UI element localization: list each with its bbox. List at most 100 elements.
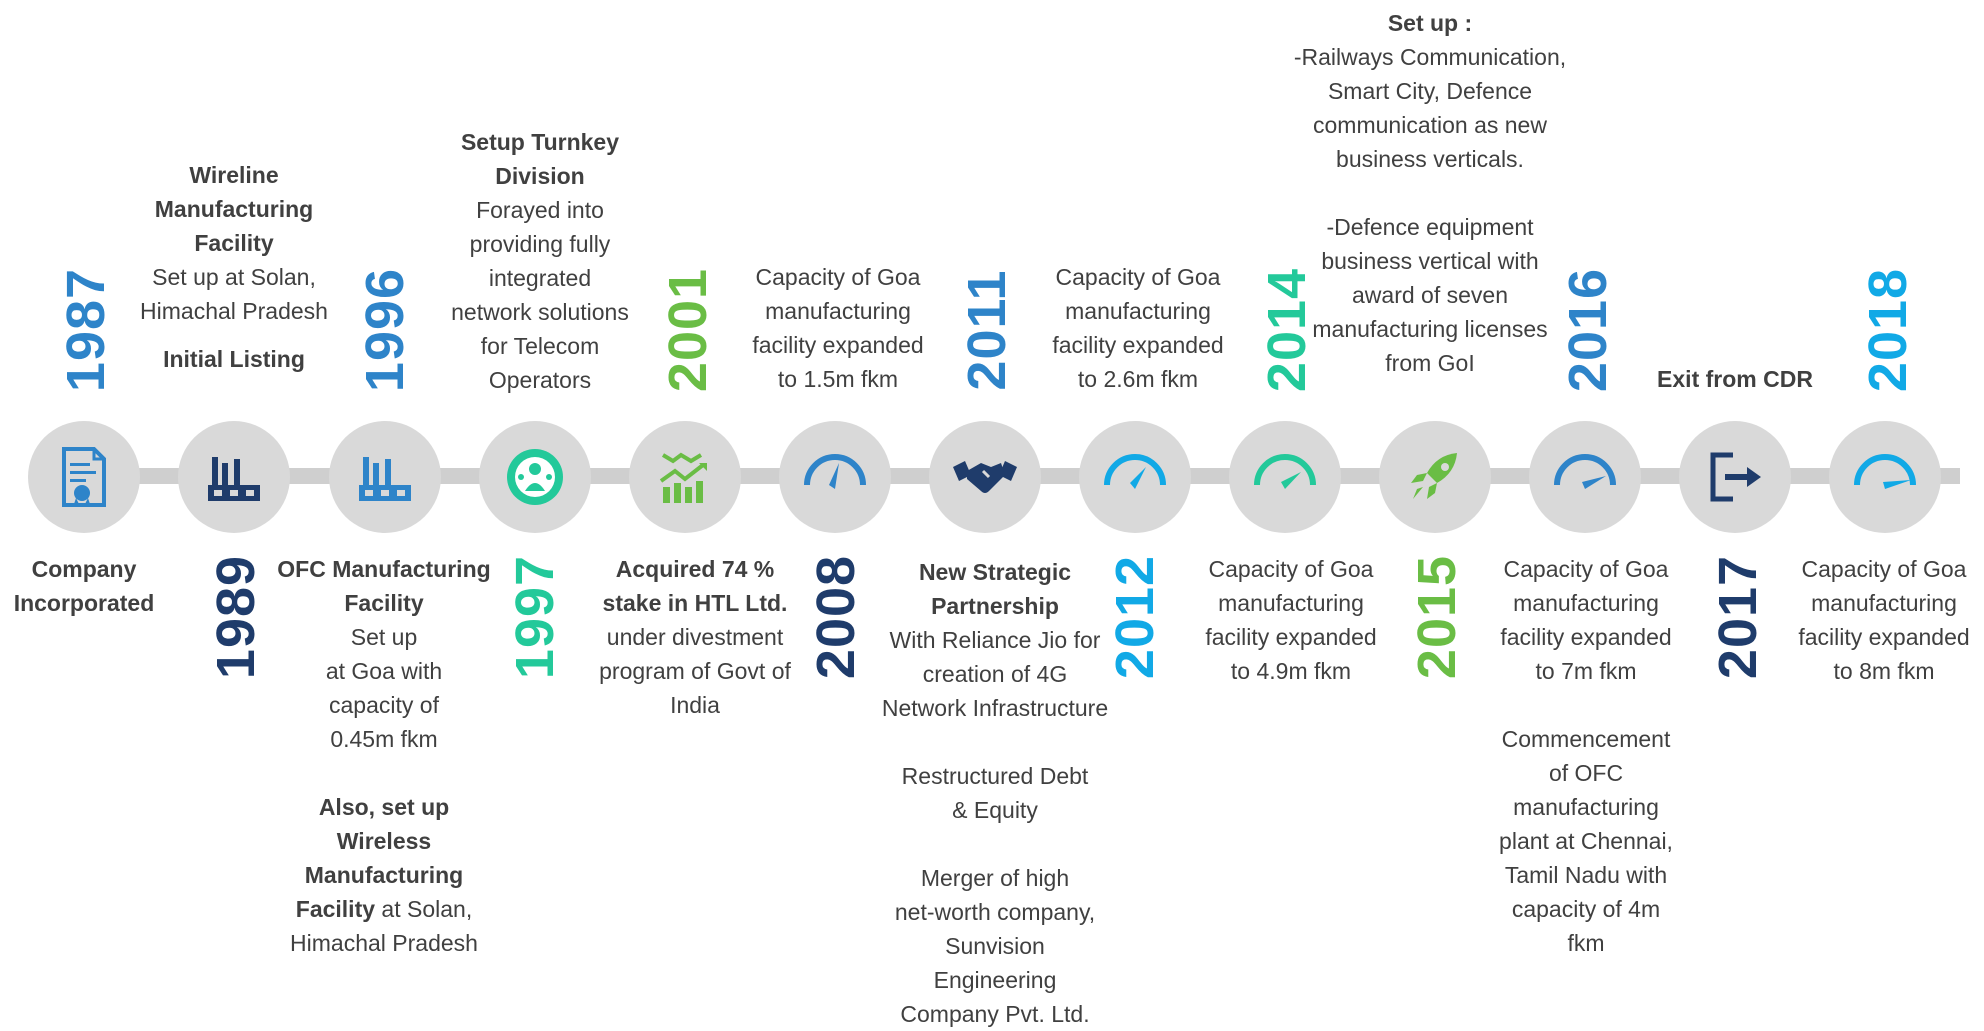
year-label: 1987 [56,267,116,393]
event-text: from GoI [1385,350,1475,376]
event-text: communication as new [1313,112,1547,138]
event-text: manufacturing [1811,590,1957,616]
event-text: Set up [350,624,418,650]
event-text: -Railways Communication, [1293,44,1567,70]
event-text: under divestment [606,624,784,650]
timeline-node-2012 [1079,421,1191,533]
event-heading: Incorporated [13,590,155,616]
network-people-icon [507,449,563,505]
event-2011-text: Capacity of Goa manufacturing facility e… [1036,260,1240,396]
event-text: 0.45m fkm [330,726,438,752]
timeline-node-2014 [1229,421,1341,533]
event-heading: Manufacturing [154,196,314,222]
event-heading: New Strategic [918,559,1072,585]
event-text: of OFC [1548,760,1624,786]
event-text: Tamil Nadu with [1504,862,1668,888]
event-text: capacity of [329,692,439,718]
event-text: award of seven [1352,282,1508,308]
event-text: Capacity of Goa [1503,556,1669,582]
event-1989-wireline-text: Wireline Manufacturing Facility Set up a… [134,158,334,376]
year-label: 2011 [957,269,1017,391]
event-text: integrated [488,265,592,291]
year-label: 1997 [505,554,565,680]
event-text: facility expanded [752,332,924,358]
event-1989-ofc-text: OFC Manufacturing Facility Set up at Goa… [266,552,502,960]
event-text: providing fully [469,231,611,257]
event-text: to 1.5m fkm [777,366,899,392]
speedometer-icon [1854,454,1916,489]
event-text: manufacturing [1513,590,1659,616]
event-text: Engineering [933,967,1057,993]
year-label: 1989 [206,554,266,680]
event-text: Commencement [1501,726,1671,752]
year-label: 2018 [1858,267,1918,393]
year-label: 1996 [355,267,415,393]
event-heading: Wireline [189,162,279,188]
event-heading: Setup Turnkey [460,129,620,155]
event-2016-text: Exit from CDR [1640,362,1830,396]
event-text: Company Pvt. Ltd. [900,1001,1090,1027]
event-text: manufacturing licenses [1312,316,1548,342]
timeline-node-2017 [1679,421,1791,533]
event-2014-text: Set up : -Railways Communication, Smart … [1270,6,1590,380]
speedometer-icon [1254,454,1316,489]
event-heading: Also, set up [318,794,450,820]
speedometer-icon [1104,454,1166,489]
event-heading: Facility [295,896,376,922]
timeline-node-1996 [329,421,441,533]
event-1997-text: Acquired 74 % stake in HTL Ltd. under di… [580,552,810,722]
timeline-node-2016 [1529,421,1641,533]
event-heading: Division [495,163,585,189]
event-heading: Partnership [931,593,1059,619]
timeline-node-2008 [779,421,891,533]
event-heading: Set up : [1387,10,1473,36]
event-text: facility expanded [1500,624,1672,650]
event-heading: stake in HTL Ltd. [602,590,788,616]
event-text: Restructured Debt [901,763,1089,789]
timeline-node-1989 [178,421,290,533]
event-text: Capacity of Goa [755,264,921,290]
event-text: facility expanded [1798,624,1970,650]
timeline-node-1987 [28,421,140,533]
exit-icon [1710,452,1761,502]
event-heading: Manufacturing [304,862,464,888]
timeline-node-2011 [929,421,1041,533]
event-text: for Telecom [480,333,600,359]
event-2017-text: Capacity of Goa manufacturing facility e… [1784,552,1984,688]
year-label: 2001 [658,267,718,393]
event-heading: Acquired 74 % [615,556,775,582]
certificate-icon [62,447,106,507]
event-heading: OFC Manufacturing [277,556,491,582]
timeline-node-2015 [1379,421,1491,533]
event-text: Sunvision [945,933,1045,959]
event-text: program of Govt of [599,658,791,684]
timeline-node-1997 [479,421,591,533]
event-1996-text: Setup Turnkey Division Forayed into prov… [420,125,660,397]
year-label: 2008 [806,554,866,680]
event-text: manufacturing [1513,794,1659,820]
factory-icon [208,457,260,501]
event-text: creation of 4G [922,661,1068,687]
event-text: Himachal Pradesh [140,298,328,324]
event-1987-text: Company Incorporated [0,552,168,620]
rocket-icon [1411,453,1457,499]
event-text: Capacity of Goa [1801,556,1967,582]
event-heading: Initial Listing [163,346,305,372]
event-text: to 4.9m fkm [1230,658,1352,684]
speedometer-icon [804,454,866,489]
event-2015-text: Capacity of Goa manufacturing facility e… [1486,552,1686,960]
year-label: 2015 [1407,554,1467,680]
event-text: & Equity [952,797,1038,823]
event-text: Merger of high [920,865,1070,891]
event-2008-text: New Strategic Partnership With Reliance … [860,555,1130,1031]
speedometer-icon [1554,454,1616,489]
event-text: manufacturing [1065,298,1211,324]
year-label: 2017 [1708,554,1768,680]
event-heading: Exit from CDR [1657,366,1813,392]
event-text: to 8m fkm [1833,658,1935,684]
event-text: manufacturing [765,298,911,324]
event-heading: Wireless [336,828,432,854]
event-text: plant at Chennai, [1499,828,1673,854]
event-text: business vertical with [1321,248,1539,274]
event-text: manufacturing [1218,590,1364,616]
